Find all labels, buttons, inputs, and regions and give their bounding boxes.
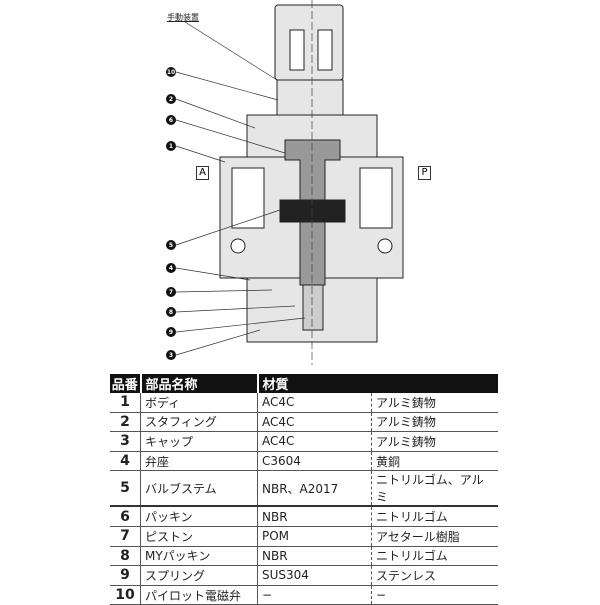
material-jp: ニトリルゴム: [371, 506, 498, 527]
material: SUS304: [257, 565, 372, 586]
material: AC4C: [257, 393, 372, 413]
callout-7: 7: [169, 289, 173, 296]
material: NBR: [257, 506, 372, 527]
header-material: 材質: [257, 374, 498, 393]
part-number: 1: [110, 393, 141, 413]
header-name: 部品名称: [140, 374, 259, 393]
part-name: パイロット電磁弁: [140, 585, 258, 605]
callout-1: 1: [169, 143, 173, 150]
material-jp: ステンレス: [371, 565, 498, 586]
callout-4: 4: [169, 265, 173, 272]
port-a-label: A: [196, 166, 209, 180]
part-number: 6: [110, 506, 141, 527]
table-header: 品番 部品名称 材質: [110, 374, 498, 393]
pilot-valve: [276, 79, 344, 116]
part-name: ボディ: [140, 393, 258, 413]
part-name: スタフィング: [140, 412, 258, 433]
callout-6: 6: [169, 117, 173, 124]
material-jp: ニトリルゴム: [371, 546, 498, 567]
part-number: 10: [110, 585, 141, 605]
part-name: ピストン: [140, 526, 258, 547]
part-number: 9: [110, 565, 141, 586]
header-no: 品番: [110, 374, 142, 393]
material-jp: −: [371, 585, 498, 605]
material: NBR: [257, 546, 372, 567]
material: C3604: [257, 451, 372, 472]
material-jp: 黄銅: [371, 451, 498, 472]
part-number: 7: [110, 526, 141, 547]
manual-device-label: 手動装置: [167, 13, 199, 22]
part-number: 2: [110, 412, 141, 433]
material: NBR、A2017: [257, 470, 372, 508]
part-number: 5: [110, 470, 141, 508]
callout-9: 9: [169, 329, 173, 336]
part-name: キャップ: [140, 431, 258, 452]
part-name: 弁座: [140, 451, 258, 472]
solenoid-coil: [274, 4, 344, 81]
material: POM: [257, 526, 372, 547]
valve-cross-section-diagram: 10 2 6 1 5 4 7 8 9 3: [166, 0, 404, 365]
part-name: MYパッキン: [140, 546, 258, 567]
port-p-label: P: [418, 166, 431, 180]
part-number: 4: [110, 451, 141, 472]
material: AC4C: [257, 431, 372, 452]
part-name: スプリング: [140, 565, 258, 586]
callout-2: 2: [169, 96, 173, 103]
material: AC4C: [257, 412, 372, 433]
part-number: 3: [110, 431, 141, 452]
part-name: バルブステム: [140, 470, 258, 508]
material: −: [257, 585, 372, 605]
callout-3: 3: [169, 352, 173, 359]
callout-5: 5: [169, 242, 173, 249]
callout-8: 8: [169, 309, 173, 316]
part-name: パッキン: [140, 506, 258, 527]
callout-10: 10: [167, 69, 175, 76]
material-jp: アセタール樹脂: [371, 526, 498, 547]
material-jp: アルミ鋳物: [371, 393, 498, 413]
material-jp: アルミ鋳物: [371, 412, 498, 433]
material-jp: ニトリルゴム、アルミ: [371, 470, 498, 508]
material-jp: アルミ鋳物: [371, 431, 498, 452]
part-number: 8: [110, 546, 141, 567]
